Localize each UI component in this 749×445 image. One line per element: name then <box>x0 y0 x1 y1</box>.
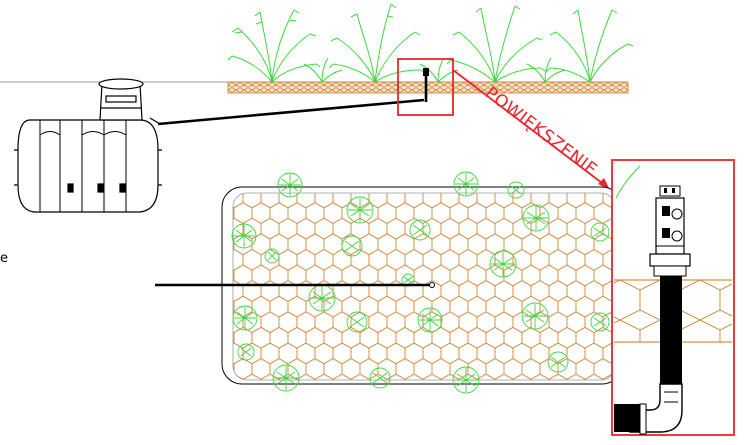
zoom-arrow-line <box>452 69 607 187</box>
left-edge-label: e <box>0 251 8 266</box>
septic-tank <box>14 78 162 213</box>
plants-top <box>227 3 634 83</box>
plan-view-pipe-end <box>429 282 435 288</box>
plan-view-plants <box>231 171 610 394</box>
outlet-pipe <box>157 98 425 126</box>
zoom-arrow-head <box>598 178 610 190</box>
zoom-source-box <box>397 58 454 116</box>
zoom-label: POWIĘKSZENIE <box>481 83 601 180</box>
plan-view-field <box>221 186 623 385</box>
zoom-detail <box>611 159 735 436</box>
riser-cap <box>423 68 429 76</box>
